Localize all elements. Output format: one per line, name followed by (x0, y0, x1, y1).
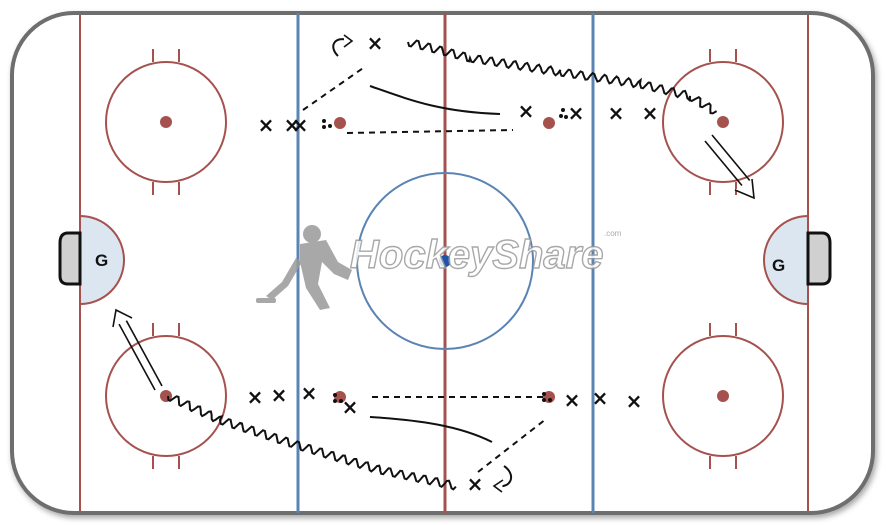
player-marker: × (518, 99, 535, 123)
player-marker: × (467, 472, 484, 496)
player-marker: × (258, 113, 275, 137)
pivot-curl-icon (492, 465, 513, 493)
player-marker: × (608, 101, 625, 125)
player-marker: × (301, 381, 318, 405)
shot-arrow (112, 308, 163, 391)
player-marker: × (367, 31, 384, 55)
pucks (322, 108, 568, 403)
neutral-dot-top-right (543, 117, 555, 129)
player-marker: × (564, 388, 581, 412)
player-marker: × (247, 385, 264, 409)
right-goal-crease (763, 214, 809, 306)
center-circle (356, 172, 534, 350)
skate-line (369, 85, 501, 115)
faceoff-circle-top-left (105, 49, 227, 195)
neutral-dot-bottom-left (334, 391, 346, 403)
right-goal-net (806, 231, 832, 286)
watermark-suffix: .com (604, 229, 622, 238)
pivot-curl-icon (332, 34, 354, 57)
pass-line (302, 65, 367, 111)
skate-with-puck-path (407, 39, 718, 115)
skate-with-puck-path (167, 395, 457, 491)
watermark-text: HockeyShare (350, 233, 603, 277)
faceoff-circle-bottom-right (662, 323, 784, 469)
left-goal-crease (79, 214, 125, 306)
player-marker: × (271, 383, 288, 407)
player-marker: × (568, 101, 585, 125)
center-faceoff-dot (439, 255, 451, 267)
pass-line (477, 418, 547, 473)
neutral-dot-top-left (334, 117, 346, 129)
player-marker: × (342, 395, 359, 419)
shot-arrow (704, 134, 755, 200)
watermark: HockeyShare .com (256, 225, 622, 310)
player-marker: × (626, 389, 643, 413)
player-marker: × (642, 101, 659, 125)
player-marker: × (292, 113, 309, 137)
skate-line (369, 416, 493, 443)
pass-line (346, 129, 514, 134)
faceoff-circle-top-right (662, 49, 784, 195)
player-marker: × (284, 113, 301, 137)
left-goal-net (58, 231, 82, 286)
goalie-right-label: G (772, 256, 785, 275)
player-marker: × (592, 386, 609, 410)
hockey-player-silhouette-icon (256, 225, 352, 310)
players-layer: ×××××××××××××××× (247, 31, 659, 496)
goalie-left-label: G (95, 251, 108, 270)
